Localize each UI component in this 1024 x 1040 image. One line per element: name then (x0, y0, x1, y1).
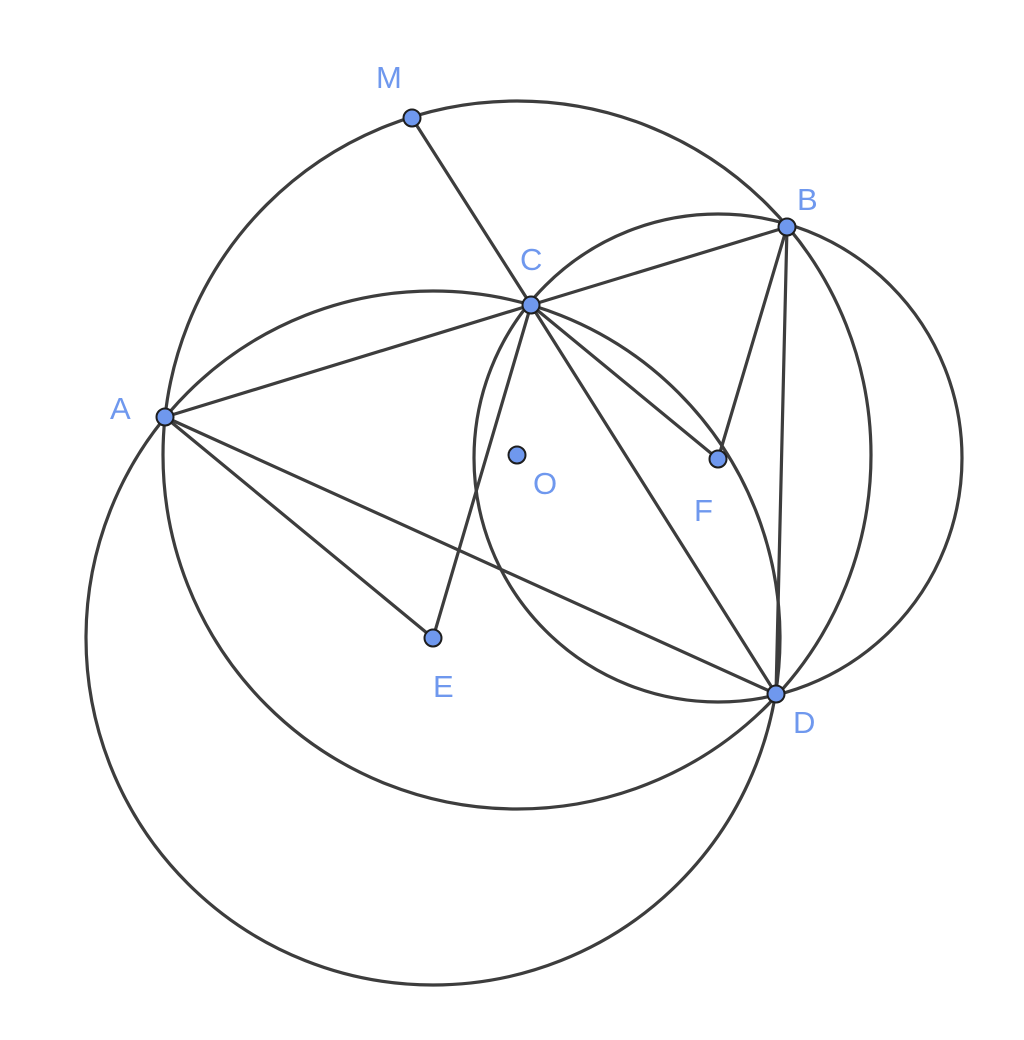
label-a: A (110, 391, 131, 426)
label-d: D (793, 705, 815, 740)
point-o (507, 445, 527, 465)
segment-b-f (716, 225, 789, 461)
segment-e-c (431, 303, 533, 640)
point-d (766, 684, 786, 704)
segment-m-c (410, 116, 533, 307)
circle-through-b-c-d (472, 212, 964, 704)
segment-c-f (529, 303, 720, 461)
segment-c-d (529, 303, 778, 696)
label-o: O (533, 466, 557, 501)
segment-c-b (529, 225, 789, 307)
point-m (402, 108, 422, 128)
segment-a-c (163, 303, 533, 419)
point-c (521, 295, 541, 315)
label-c: C (520, 242, 542, 277)
label-m: M (376, 60, 402, 95)
point-e (423, 628, 443, 648)
label-f: F (694, 493, 713, 528)
point-b (777, 217, 797, 237)
label-e: E (433, 669, 454, 704)
circle-through-a-c-d (84, 289, 782, 987)
circle-center-o (161, 99, 873, 811)
point-a (155, 407, 175, 427)
segment-a-e (163, 415, 435, 640)
segment-b-d (774, 225, 789, 696)
point-f (708, 449, 728, 469)
label-b: B (797, 182, 818, 217)
segment-a-d (163, 415, 778, 696)
